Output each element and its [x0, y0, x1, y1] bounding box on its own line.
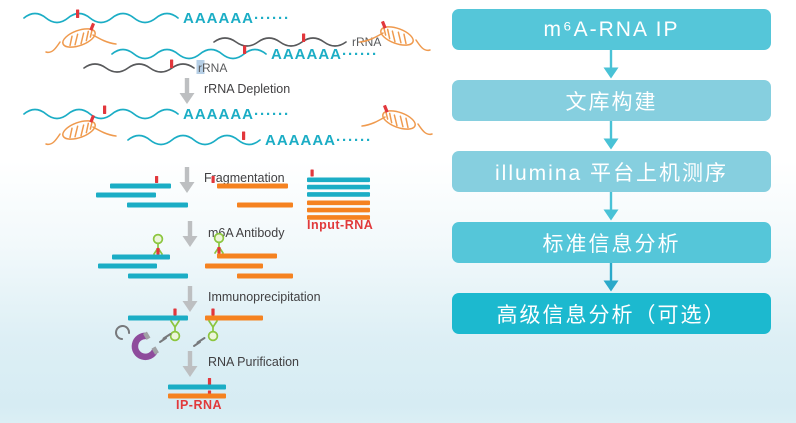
fragment-bar-cyan — [110, 183, 171, 189]
fragment-bar-cyan — [127, 202, 188, 208]
rrna-label: rRNA — [198, 61, 227, 75]
input-rna-label: Input-RNA — [307, 218, 373, 232]
m6a-site-mark — [173, 308, 177, 316]
m6a-site-mark — [211, 308, 215, 316]
m6a-site-mark — [242, 131, 246, 140]
rrna-wavy-line — [83, 63, 195, 73]
input-bar-cyan — [307, 177, 370, 183]
step-arrow-icon — [179, 78, 195, 104]
total-rna-mix: AAAAAA······ rRNA AAAAAA······ rRNA — [23, 9, 431, 75]
polya-text: AAAAAA······ — [271, 46, 378, 63]
workflow-diagram: AAAAAA······ rRNA AAAAAA······ rRNA rRNA… — [23, 9, 433, 412]
flow-step-advanced-analysis: 高级信息分析（可选） — [452, 293, 771, 334]
fragment-bar-cyan — [112, 254, 170, 260]
step-label-fragmentation: Fragmentation — [204, 171, 285, 185]
flow-arrow-icon — [603, 192, 619, 221]
m6a-site-mark — [155, 176, 159, 183]
lightning-icon — [193, 337, 206, 347]
m6a-site-mark — [243, 45, 247, 54]
step-label-immunoprecipitation: Immunoprecipitation — [208, 290, 321, 304]
flow-step-standard-analysis: 标准信息分析 — [452, 222, 771, 263]
magnet-icon — [131, 331, 159, 361]
m6a-site-mark — [217, 247, 221, 254]
polya-text: AAAAAA······ — [183, 106, 290, 123]
m6a-site-mark — [211, 176, 215, 183]
step-arrow-icon — [182, 221, 198, 247]
trna-hairpin-icon — [45, 21, 117, 54]
rrna-label: rRNA — [352, 35, 381, 49]
mrna-wavy-line — [111, 48, 267, 60]
flow-step-m6a-rna-ip: m⁶A-RNA IP — [452, 9, 771, 50]
rrna-wavy-line — [213, 37, 347, 47]
flow-step-library-construction: 文库构建 — [452, 80, 771, 121]
flow-step-label: illumina 平台上机测序 — [494, 161, 729, 185]
input-rna-stack: Input-RNA — [307, 169, 373, 232]
fragment-bar-orange — [237, 273, 293, 279]
flow-arrow-icon — [603, 263, 619, 292]
input-bar-orange — [307, 200, 370, 206]
rrna-highlight — [196, 60, 205, 74]
mrna-wavy-line — [23, 12, 179, 24]
fragment-bar-orange — [237, 202, 293, 208]
m6a-site-mark — [207, 378, 212, 385]
step-arrow-icon — [182, 286, 198, 312]
m6a-antibody-icon — [207, 320, 219, 342]
fragment-bar-orange — [205, 315, 263, 321]
input-bar-cyan — [307, 192, 370, 197]
fragment-bar-cyan — [128, 315, 188, 321]
m6a-site-mark — [170, 59, 174, 68]
attraction-arc-icon — [115, 325, 130, 340]
fragment-bar-cyan — [96, 192, 156, 198]
rna-fragments — [96, 176, 293, 208]
ip-rna-label: IP-RNA — [176, 398, 222, 412]
fragment-bar-cyan — [98, 263, 157, 269]
m6a-site-mark — [302, 33, 306, 42]
lightning-icon — [159, 333, 172, 343]
flow-arrow-icon — [603, 50, 619, 79]
trna-hairpin-icon — [361, 103, 433, 136]
antibody-bound-fragments — [98, 232, 293, 279]
fragment-bar-cyan — [168, 384, 226, 390]
fragment-bar-orange — [168, 393, 226, 399]
step-arrow-icon — [182, 351, 198, 377]
fragment-bar-orange — [205, 263, 263, 269]
m6a-antibody-icon — [169, 320, 181, 342]
mrna-wavy-line — [127, 134, 261, 146]
input-bar-orange — [307, 215, 370, 220]
flow-step-label: 文库构建 — [565, 90, 658, 114]
flow-step-label: 标准信息分析 — [542, 232, 681, 256]
fragment-bar-orange — [217, 183, 288, 189]
m6a-site-mark — [76, 9, 80, 18]
m6a-site-mark — [103, 105, 107, 114]
polya-text: AAAAAA······ — [265, 132, 372, 149]
rrna-depleted-rna: AAAAAA······ AAAAAA······ — [23, 103, 433, 149]
ip-rna-result: IP-RNA — [168, 378, 226, 412]
flow-step-label: m⁶A-RNA IP — [543, 17, 680, 41]
flow-step-illumina-sequencing: illumina 平台上机测序 — [452, 151, 771, 192]
m6a-site-mark — [156, 248, 160, 255]
immunoprecipitation-capture — [115, 308, 263, 361]
flow-arrow-icon — [603, 121, 619, 150]
mrna-wavy-line — [23, 108, 179, 120]
step-arrow-icon — [179, 167, 195, 193]
flow-step-label: 高级信息分析（可选） — [496, 303, 727, 327]
m6a-site-mark — [310, 169, 314, 177]
input-bar-cyan — [307, 184, 370, 190]
step-label-m6a-antibody: m6A Antibody — [208, 226, 285, 240]
step-label-rna-purification: RNA Purification — [208, 355, 299, 369]
polya-text: AAAAAA······ — [183, 10, 290, 27]
fragment-bar-orange — [217, 253, 277, 259]
step-label-rrna-depletion: rRNA Depletion — [204, 82, 290, 96]
fragment-bar-cyan — [128, 273, 188, 279]
m6a-site-mark — [207, 390, 212, 394]
input-bar-orange — [307, 207, 370, 213]
